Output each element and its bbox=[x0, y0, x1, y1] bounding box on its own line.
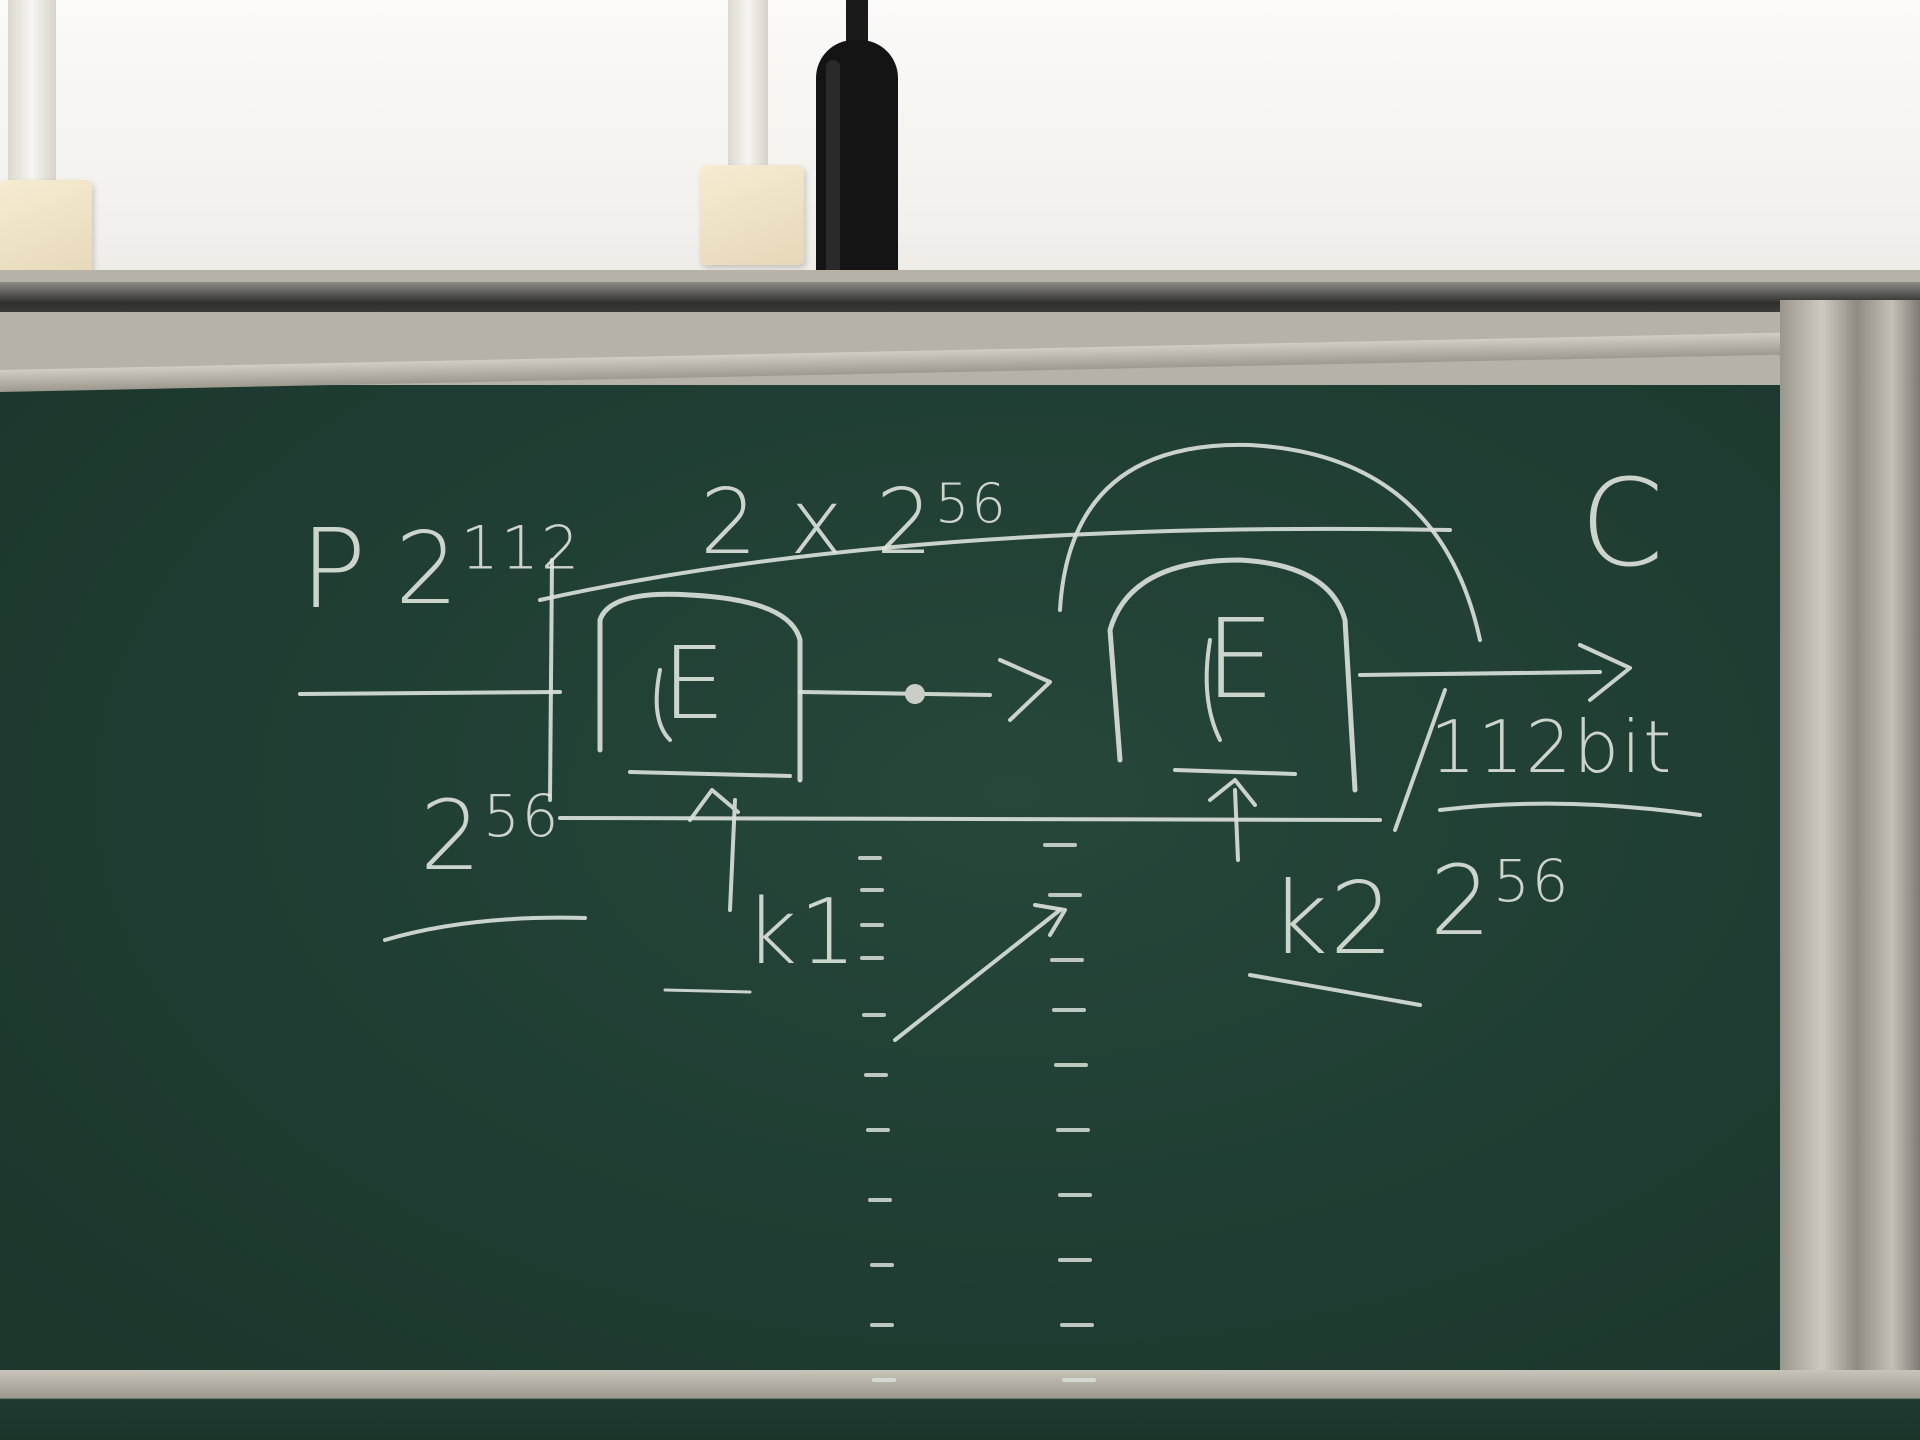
plaintext-space-exponent: 112 bbox=[460, 513, 582, 584]
encrypt-box-1-label: E bbox=[662, 625, 728, 742]
key-1-space-exponent: 56 bbox=[483, 783, 561, 850]
wall-socket-icon bbox=[0, 180, 92, 280]
combined-work-exponent: 56 bbox=[935, 472, 1008, 535]
intermediate-value-dot bbox=[905, 684, 925, 704]
wall-conduit-right bbox=[728, 0, 768, 165]
microphone-icon bbox=[816, 0, 898, 315]
key-2-space-exponent: 56 bbox=[1493, 848, 1571, 915]
wall bbox=[0, 0, 1920, 320]
sliding-board-edge bbox=[1780, 300, 1920, 1440]
chalkboard bbox=[0, 385, 1838, 1405]
table-column-right bbox=[1043, 843, 1096, 1382]
key-2-space: 256 bbox=[1430, 845, 1571, 957]
combined-work: 2 x 256 bbox=[700, 470, 1008, 575]
chalk-tray bbox=[0, 1370, 1920, 1440]
key-2-label: k2 bbox=[1270, 860, 1396, 977]
key-1-label: k1 bbox=[745, 880, 859, 985]
block-size-label: 112bit bbox=[1430, 705, 1674, 789]
key-1-space: 256 bbox=[420, 780, 561, 892]
plaintext-label: P bbox=[300, 505, 369, 633]
wall-conduit-left bbox=[8, 0, 56, 180]
table-column-left bbox=[858, 856, 896, 1382]
board-top-rail bbox=[0, 282, 1920, 312]
plaintext-space: 2112 bbox=[395, 510, 582, 627]
wall-socket-icon bbox=[700, 165, 804, 265]
ciphertext-label: C bbox=[1580, 455, 1666, 594]
encrypt-box-2-label: E bbox=[1205, 595, 1277, 723]
